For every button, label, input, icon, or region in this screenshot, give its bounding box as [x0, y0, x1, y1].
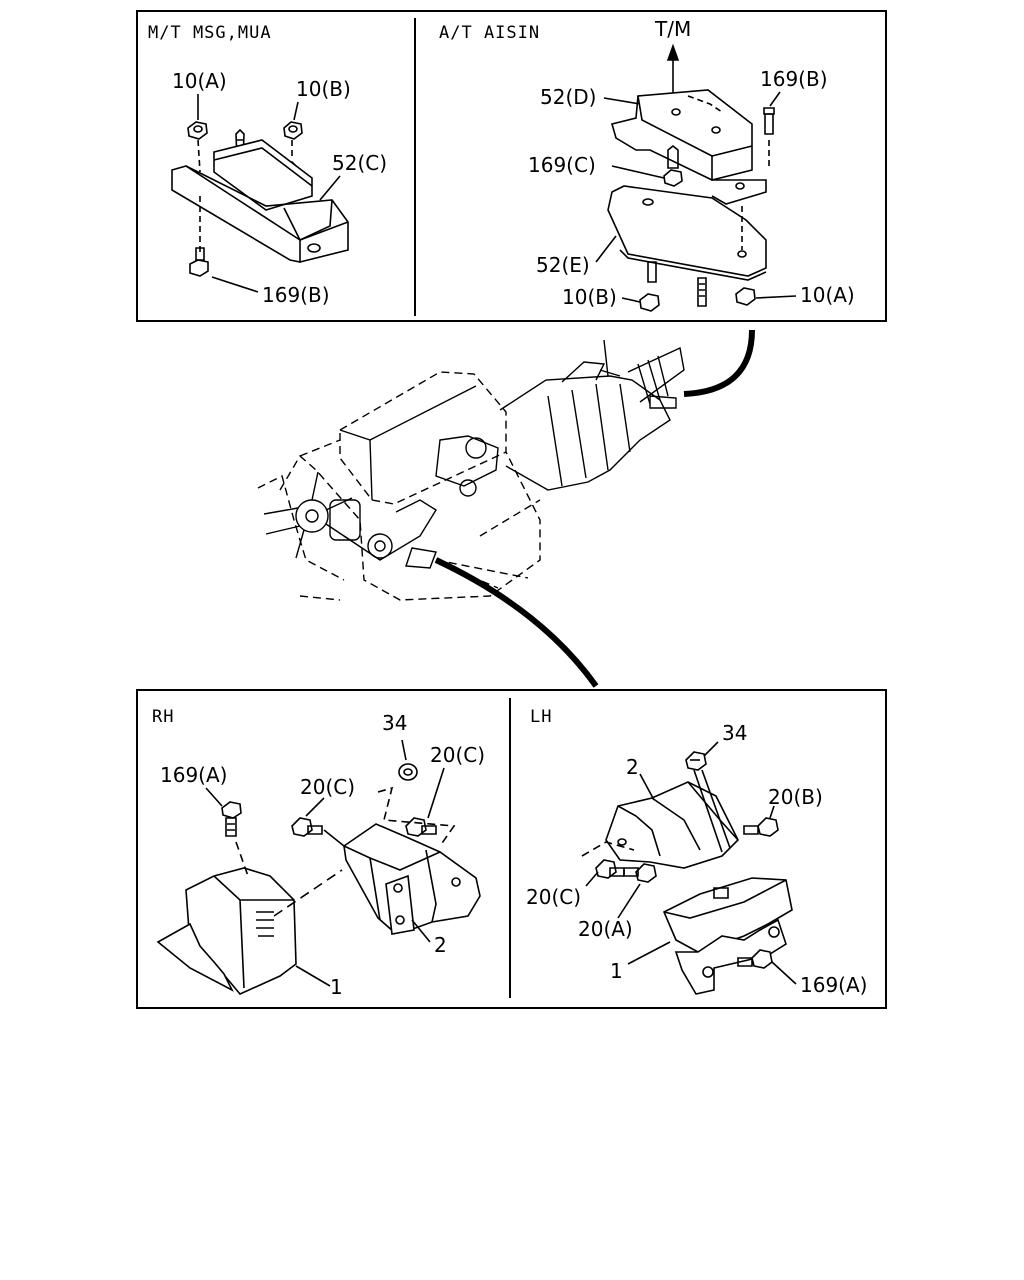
callout-tm-arrow: T/M [654, 17, 691, 41]
engine-transmission-illustration [257, 329, 755, 688]
panel-title-at: A/T AISIN [439, 23, 540, 43]
callout-20c-rh-right: 20(C) [430, 743, 485, 767]
callout-169b-mt: 169(B) [262, 283, 330, 307]
callout-2-lh: 2 [626, 755, 639, 779]
at-mount-drawing [595, 43, 797, 312]
nut-10a [187, 121, 208, 140]
callout-10b-mt: 10(B) [296, 77, 351, 101]
callout-2-rh: 2 [434, 933, 447, 957]
callout-169a-lh: 169(A) [800, 973, 867, 997]
nut-10b [283, 121, 303, 140]
link-arrow-bottom [434, 557, 599, 688]
callout-52e: 52(E) [536, 253, 590, 277]
callout-52c: 52(C) [332, 151, 387, 175]
callout-20a-lh: 20(A) [578, 917, 633, 941]
callout-169b-at: 169(B) [760, 67, 828, 91]
mt-mount-drawing [171, 94, 349, 293]
callout-34-lh: 34 [722, 721, 747, 745]
rh-mount-drawing [156, 739, 481, 995]
panel-title-lh: LH [530, 707, 552, 727]
bottom-panel-frame [136, 689, 887, 1009]
callout-169c: 169(C) [528, 153, 596, 177]
panel-title-rh: RH [152, 707, 174, 727]
callout-20c-rh-left: 20(C) [300, 775, 355, 799]
callout-10a-at: 10(A) [800, 283, 855, 307]
callout-10b-at: 10(B) [562, 285, 617, 309]
callout-10a-mt: 10(A) [172, 69, 227, 93]
top-panel-frame [136, 10, 887, 322]
callout-52d: 52(D) [540, 85, 596, 109]
callout-169a-rh: 169(A) [160, 763, 227, 787]
lh-mount-drawing [581, 741, 797, 995]
callout-1-rh: 1 [330, 975, 343, 999]
callout-34-rh: 34 [382, 711, 407, 735]
link-arrow-top [683, 329, 755, 397]
callout-1-lh: 1 [610, 959, 623, 983]
callout-20c-lh: 20(C) [526, 885, 581, 909]
panel-title-mt: M/T MSG,MUA [148, 23, 272, 43]
callout-20b-lh: 20(B) [768, 785, 823, 809]
